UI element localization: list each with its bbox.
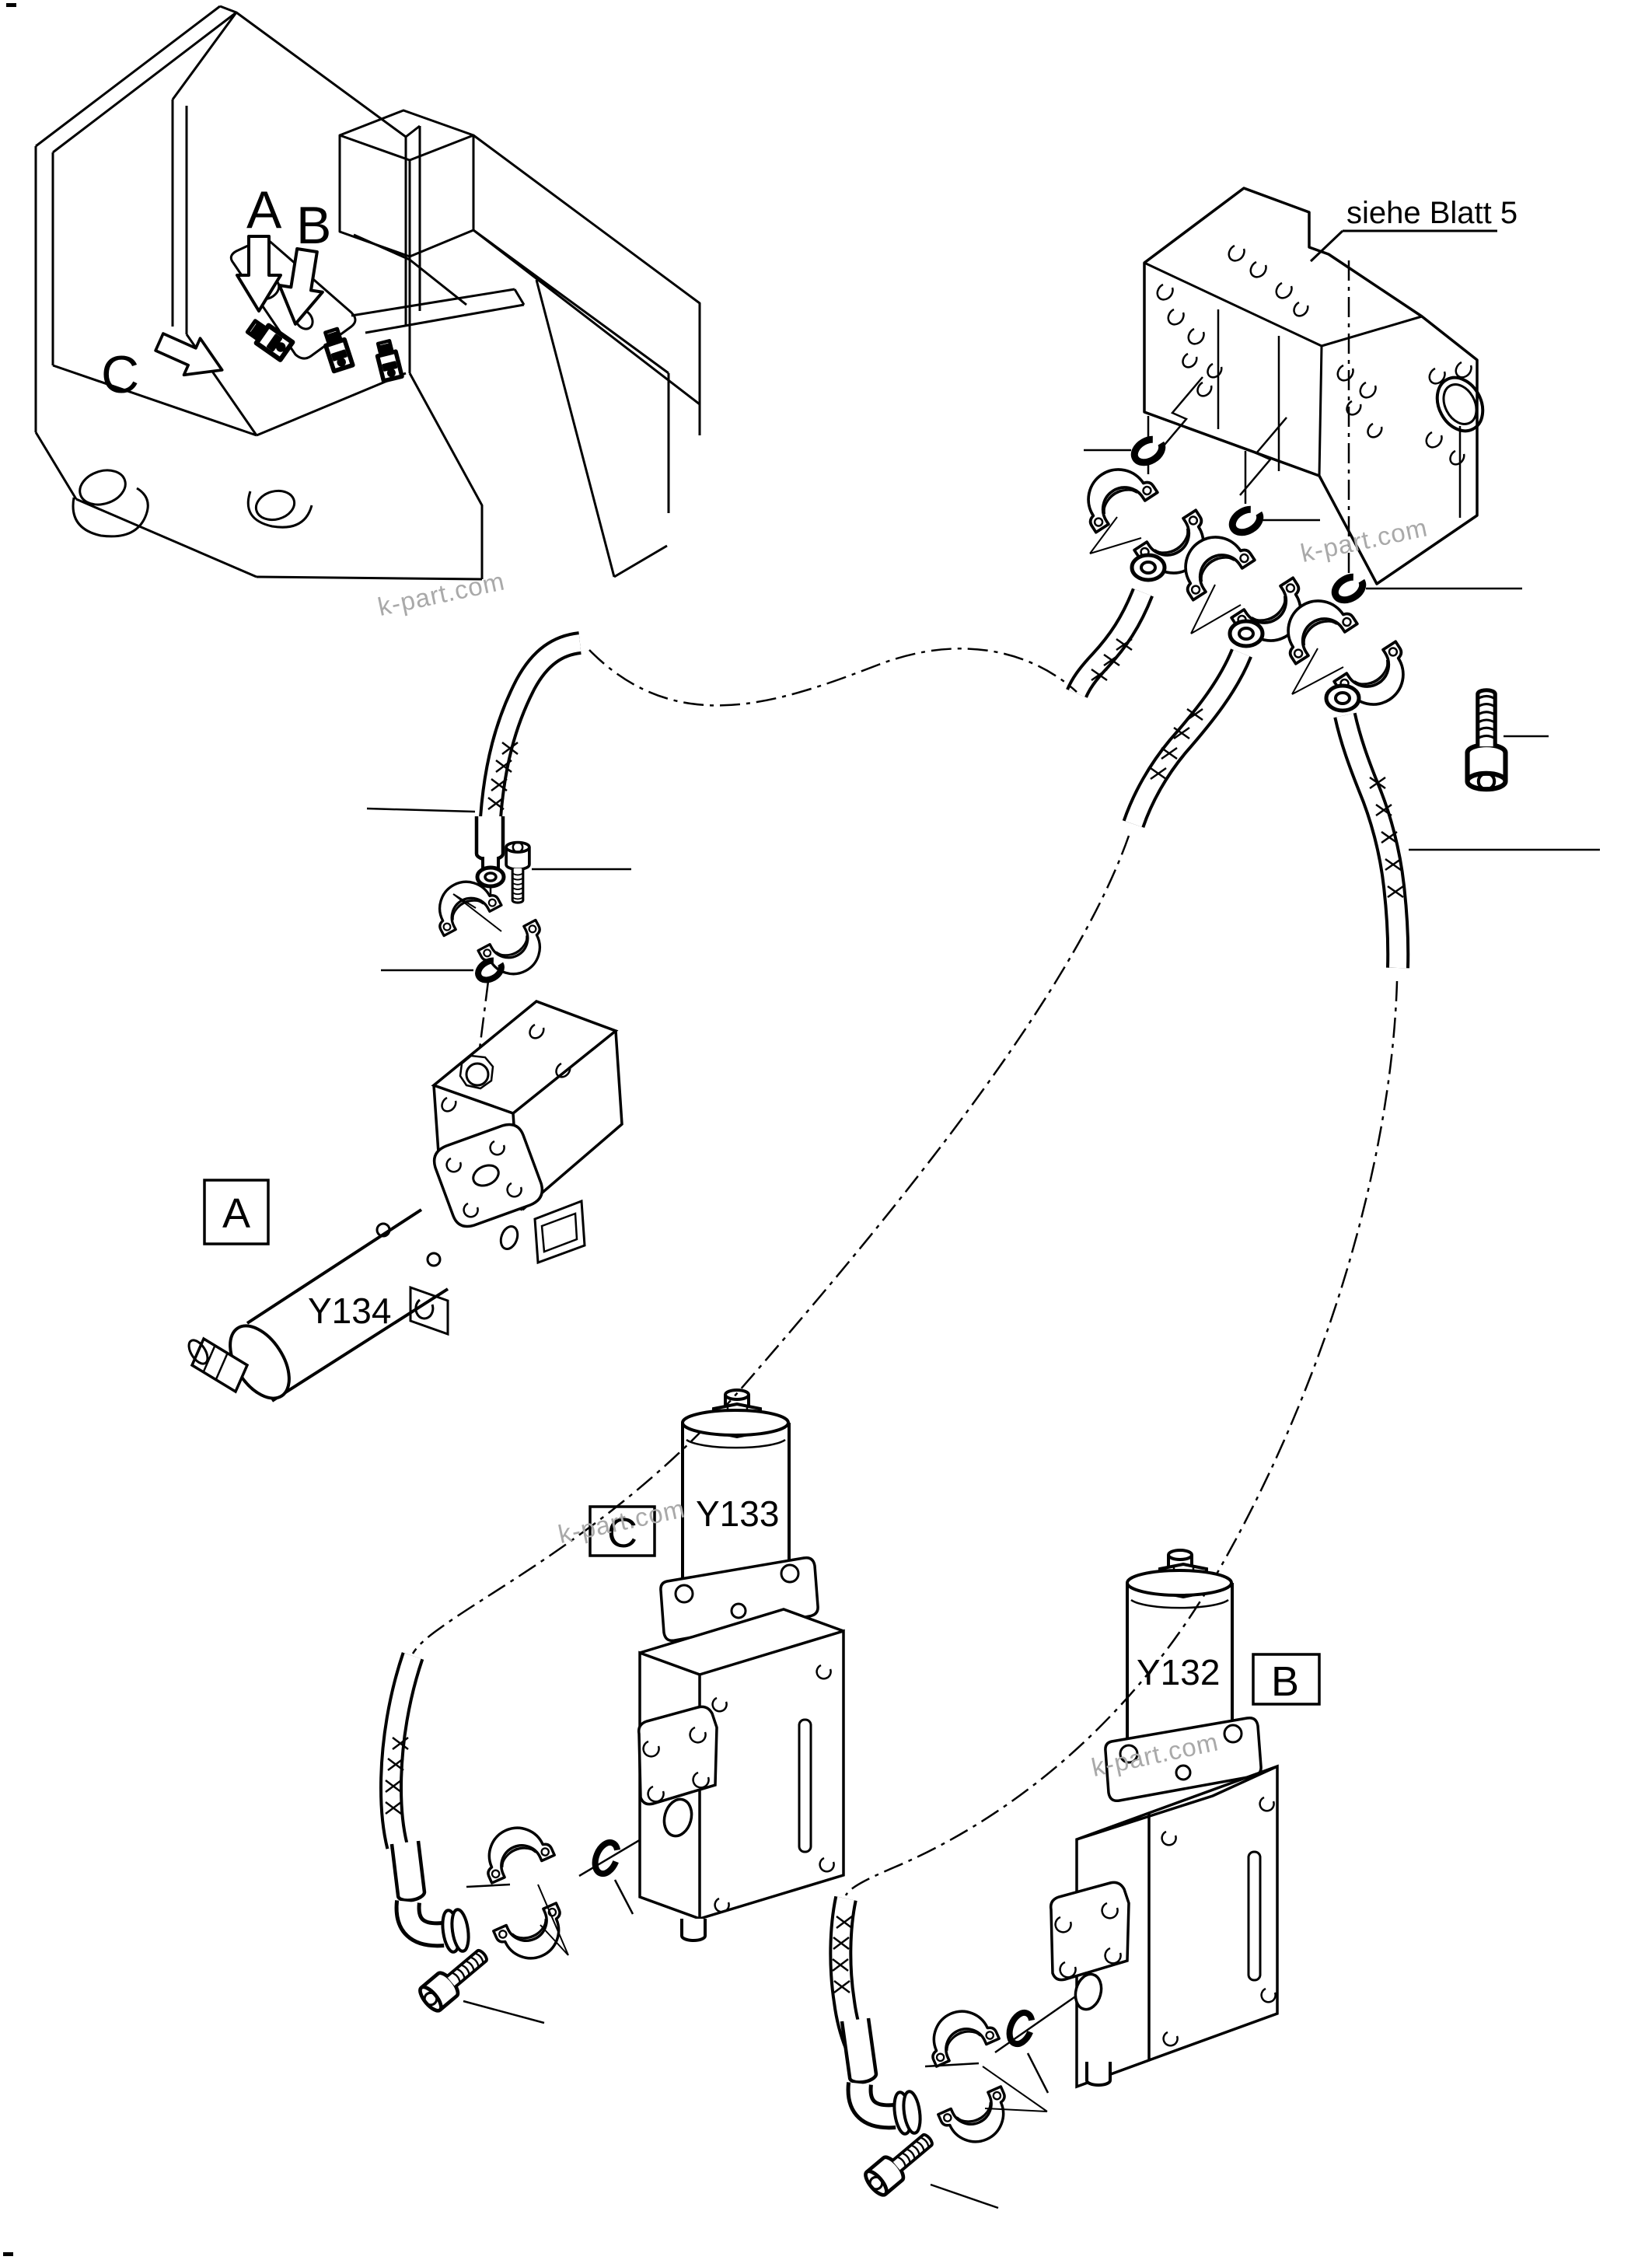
block-main-port bbox=[1435, 376, 1485, 433]
tag-box-b-letter: B bbox=[1271, 1658, 1299, 1705]
socket-bolt bbox=[417, 1943, 494, 2014]
machine-small-valve-c bbox=[245, 318, 292, 360]
braid-marks bbox=[385, 1737, 409, 1815]
valve-y133-label: Y133 bbox=[696, 1493, 779, 1534]
clamp-half bbox=[492, 1902, 575, 1972]
hose-ferrule bbox=[389, 1840, 427, 1902]
o-ring bbox=[1331, 573, 1367, 604]
y133-assembly bbox=[379, 1388, 845, 2024]
clamp-leader bbox=[1190, 584, 1242, 634]
clamp-leader bbox=[452, 893, 502, 932]
o-ring bbox=[1006, 2009, 1036, 2048]
hose-centerline bbox=[411, 835, 1130, 1654]
valve-y132 bbox=[1049, 1549, 1279, 2089]
hose-chain-2 bbox=[411, 417, 1320, 1654]
machine-label-c: C bbox=[101, 345, 139, 404]
page-mark-top bbox=[6, 3, 16, 7]
tag-box-a bbox=[203, 1179, 270, 1245]
o-ring bbox=[1130, 435, 1166, 466]
clamp-leader bbox=[982, 2066, 1048, 2112]
reference-note-leader bbox=[1309, 229, 1497, 263]
o-ring-leader bbox=[994, 1990, 1083, 2094]
break-mark bbox=[1155, 376, 1203, 456]
tag-box-c bbox=[589, 1505, 656, 1557]
hose-leader bbox=[366, 807, 476, 813]
tag-box-b bbox=[1252, 1653, 1321, 1706]
clamp-leader bbox=[1291, 648, 1344, 695]
y134-assembly bbox=[187, 807, 631, 1402]
machine-small-valve-b bbox=[375, 340, 402, 381]
elbow-leader bbox=[924, 2062, 980, 2068]
hose-centerline bbox=[844, 980, 1399, 1896]
clamp-half bbox=[937, 2085, 1020, 2155]
hose-flange bbox=[475, 865, 506, 889]
braid-marks bbox=[832, 1916, 853, 1993]
hose-flange bbox=[1324, 683, 1361, 713]
clamp-half bbox=[477, 918, 556, 987]
page-mark-bottom bbox=[3, 2252, 13, 2256]
hose-centerline bbox=[589, 648, 1077, 707]
tag-box-c-letter: C bbox=[607, 1510, 637, 1556]
o-ring bbox=[1228, 505, 1264, 536]
watermark-text: k-part.com bbox=[375, 566, 508, 621]
reference-note: siehe Blatt 5 bbox=[1346, 196, 1518, 230]
hose-ferrule bbox=[474, 816, 505, 862]
elbow-leader bbox=[466, 1883, 511, 1888]
hose-chain-3 bbox=[844, 573, 1600, 1896]
hose-flange bbox=[1228, 619, 1265, 648]
socket-bolt bbox=[1468, 690, 1506, 790]
watermarks: k-part.com k-part.com k-part.com k-part.… bbox=[375, 512, 1430, 1782]
clamp-leader bbox=[1089, 516, 1142, 554]
valve-block bbox=[1143, 187, 1485, 585]
machine-label-a: A bbox=[246, 180, 282, 239]
valve-y133 bbox=[637, 1388, 845, 1942]
hose-chain-1 bbox=[1066, 376, 1222, 699]
valve-y132-label: Y132 bbox=[1137, 1652, 1220, 1692]
clamp-half bbox=[473, 1815, 556, 1884]
arrow-b-icon bbox=[272, 245, 330, 330]
socket-bolt bbox=[505, 840, 531, 904]
bolt-leader bbox=[930, 2183, 999, 2209]
machine-label-b: B bbox=[296, 196, 331, 255]
valve-y134 bbox=[187, 1000, 623, 1402]
machine-overview bbox=[34, 5, 701, 581]
o-ring bbox=[592, 1839, 621, 1878]
socket-bolt bbox=[862, 2127, 939, 2198]
braid-marks bbox=[1150, 707, 1203, 781]
hose-a bbox=[479, 631, 1077, 819]
y132-assembly bbox=[829, 1549, 1279, 2209]
clamp-leader bbox=[537, 1884, 569, 1956]
valve-y134-label: Y134 bbox=[308, 1291, 391, 1331]
braid-marks bbox=[1369, 776, 1404, 899]
machine-small-valve-a bbox=[322, 327, 353, 371]
tag-box-a-letter: A bbox=[222, 1190, 250, 1237]
clamp-half bbox=[917, 1998, 1001, 2068]
bolt-leader bbox=[463, 2000, 545, 2024]
break-mark bbox=[1239, 417, 1287, 496]
o-ring bbox=[475, 957, 505, 983]
braid-marks bbox=[1091, 637, 1133, 682]
hose-flange bbox=[1130, 553, 1167, 582]
hose-ferrule bbox=[840, 2017, 878, 2084]
braid-marks bbox=[487, 742, 519, 810]
